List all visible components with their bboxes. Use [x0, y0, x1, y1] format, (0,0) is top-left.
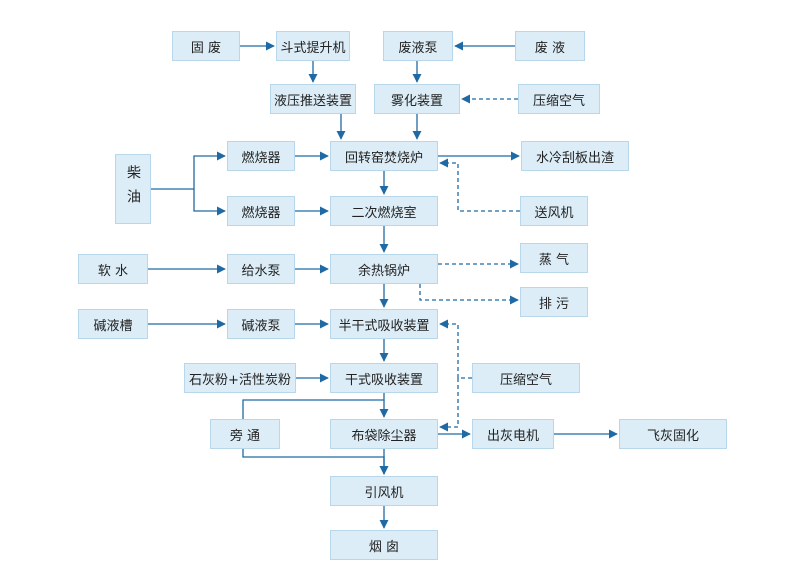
node-bucket-elevator: 斗式提升机 — [276, 31, 350, 61]
node-compressed-air-2: 压缩空气 — [472, 363, 580, 393]
node-blower: 送风机 — [520, 196, 588, 226]
node-steam: 蒸 气 — [520, 243, 588, 273]
node-waste-liquid: 废 液 — [515, 31, 585, 61]
arrow-diesel-burner1 — [193, 151, 226, 189]
node-alkali-tank: 碱液槽 — [78, 309, 148, 339]
node-semi-dry-absorber: 半干式吸收装置 — [330, 309, 438, 339]
arrow-diesel-burner2 — [193, 189, 226, 216]
line-bypass-top — [242, 393, 385, 419]
node-sewage: 排 污 — [520, 287, 588, 317]
node-burner-1: 燃烧器 — [227, 141, 295, 171]
arrow-boiler-sewage — [419, 284, 519, 305]
node-waste-heat-boiler: 余热锅炉 — [330, 254, 438, 284]
node-compressed-air-1: 压缩空气 — [518, 84, 600, 114]
node-alkali-pump: 碱液泵 — [227, 309, 295, 339]
node-soft-water: 软 水 — [78, 254, 148, 284]
arrow-air2-bagfilter — [439, 378, 459, 432]
node-diesel: 柴油 — [115, 154, 151, 224]
node-atomizer: 雾化装置 — [374, 84, 460, 114]
arrow-air2-semidry — [439, 319, 472, 379]
node-fly-ash-solidify: 飞灰固化 — [619, 419, 727, 449]
node-bypass: 旁 通 — [210, 419, 280, 449]
node-water-cooled-scraper: 水冷刮板出渣 — [521, 141, 629, 171]
node-secondary-chamber: 二次燃烧室 — [330, 196, 438, 226]
node-hydraulic-feeder: 液压推送装置 — [270, 84, 356, 114]
node-solid-waste: 固 废 — [172, 31, 240, 61]
arrow-blower-kiln — [439, 158, 520, 212]
node-rotary-kiln: 回转窑焚烧炉 — [330, 141, 438, 171]
node-burner-2: 燃烧器 — [227, 196, 295, 226]
node-induced-fan: 引风机 — [330, 476, 438, 506]
node-feed-pump: 给水泵 — [227, 254, 295, 284]
node-lime-carbon: 石灰粉+活性炭粉 — [184, 363, 296, 393]
node-chimney: 烟 囱 — [330, 530, 438, 560]
node-dry-absorber: 干式吸收装置 — [330, 363, 438, 393]
arrow-bypass-bottom — [242, 449, 389, 475]
node-bag-filter: 布袋除尘器 — [330, 419, 438, 449]
node-ash-motor: 出灰电机 — [472, 419, 554, 449]
node-waste-liquid-pump: 废液泵 — [383, 31, 453, 61]
